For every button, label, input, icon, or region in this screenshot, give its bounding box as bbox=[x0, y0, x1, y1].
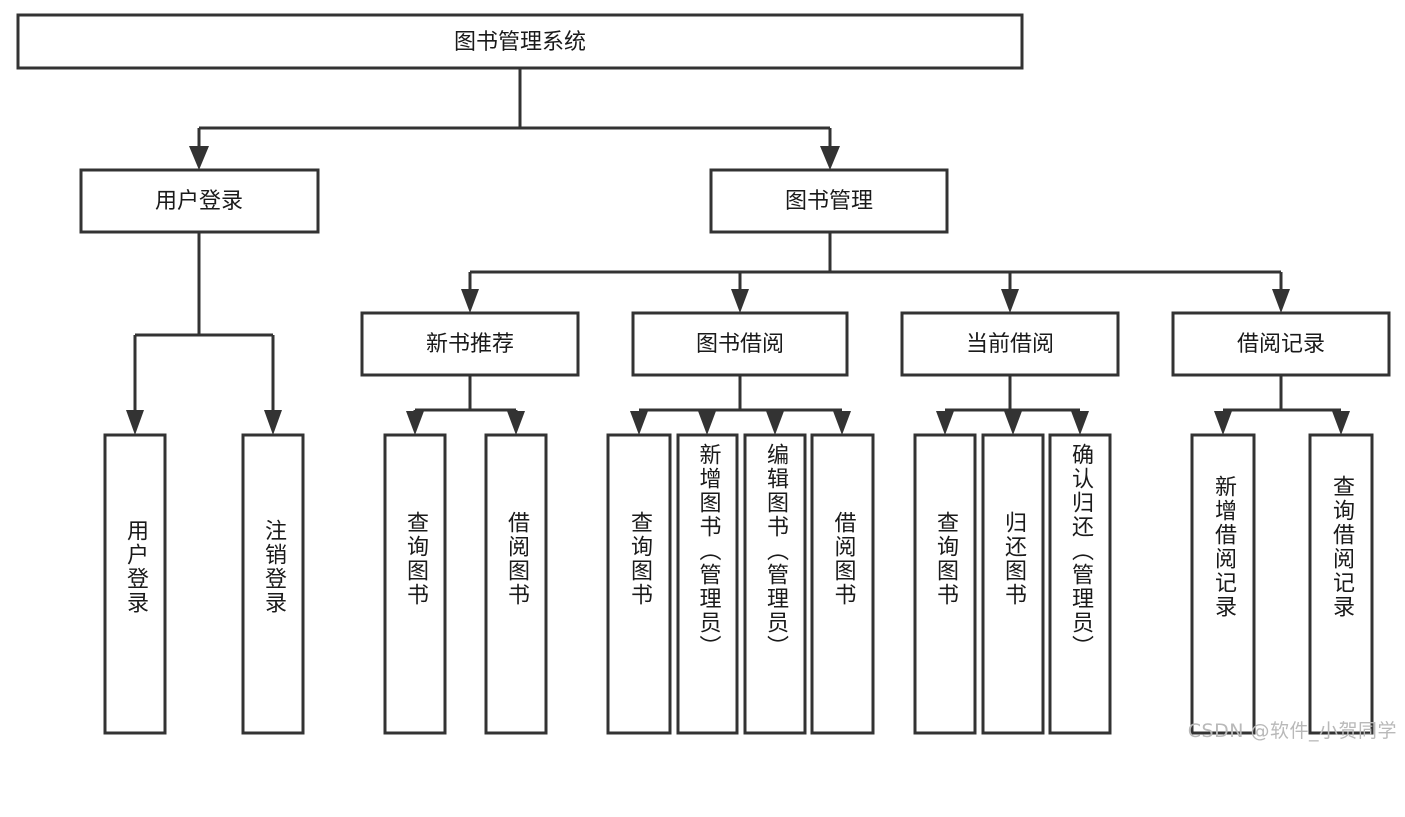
leaf-box-edit-book-admin[interactable] bbox=[743, 433, 807, 735]
leaf-box-return-book[interactable] bbox=[981, 433, 1045, 735]
node-book-management-box[interactable] bbox=[709, 168, 949, 234]
arrowhead-user-login bbox=[189, 146, 209, 170]
node-borrow-record[interactable]: 借阅记录 bbox=[1171, 311, 1391, 377]
node-root-box[interactable] bbox=[16, 13, 1024, 70]
node-book-management[interactable]: 图书管理 bbox=[709, 168, 949, 234]
arrowhead-current-leaf-3 bbox=[1071, 411, 1089, 435]
node-new-book-recommend-label: 新书推荐 bbox=[426, 332, 514, 357]
node-book-borrow-box[interactable] bbox=[631, 311, 849, 377]
arrowhead-leaf-logout bbox=[264, 410, 282, 435]
node-book-management-label: 图书管理 bbox=[785, 189, 873, 214]
leaf-box-user-login[interactable] bbox=[103, 433, 167, 735]
arrowhead-new-book-rec bbox=[461, 289, 479, 313]
node-root[interactable]: 图书管理系统 bbox=[16, 13, 1024, 70]
node-current-borrow-box[interactable] bbox=[900, 311, 1120, 377]
arrowhead-current-leaf-1 bbox=[936, 411, 954, 435]
leaf-box-borrow-book-rec[interactable] bbox=[484, 433, 548, 735]
node-book-borrow-label: 图书借阅 bbox=[696, 332, 784, 357]
node-user-login[interactable]: 用户登录 bbox=[79, 168, 320, 234]
node-new-book-recommend-box[interactable] bbox=[360, 311, 580, 377]
node-user-login-label: 用户登录 bbox=[155, 189, 243, 214]
arrowhead-current-borrow bbox=[1001, 289, 1019, 313]
arrowhead-book-mgmt bbox=[820, 146, 840, 170]
leaf-box-logout[interactable] bbox=[241, 433, 305, 735]
node-root-label: 图书管理系统 bbox=[454, 30, 586, 55]
leaf-box-add-borrow-record[interactable] bbox=[1190, 433, 1256, 735]
arrowhead-borrow-leaf-2 bbox=[698, 411, 716, 435]
leaf-box-borrow-book[interactable] bbox=[810, 433, 875, 735]
leaf-box-query-book-borrow[interactable] bbox=[606, 433, 672, 735]
leaf-box-query-book-rec[interactable] bbox=[383, 433, 447, 735]
arrowhead-record-leaf-2 bbox=[1332, 411, 1350, 435]
arrowhead-leaf-user-login bbox=[126, 410, 144, 435]
diagram-canvas: 图书管理系统 用户登录 图书管理 新书推荐 图书借阅 当前借阅 借阅记录 bbox=[16, 13, 1397, 742]
arrowhead-borrow-leaf-3 bbox=[766, 411, 784, 435]
arrowhead-borrow-leaf-1 bbox=[630, 411, 648, 435]
arrowhead-newbook-leaf-2 bbox=[507, 411, 525, 435]
node-book-borrow[interactable]: 图书借阅 bbox=[631, 311, 849, 377]
arrowhead-newbook-leaf-1 bbox=[406, 411, 424, 435]
leaf-boxes-layer bbox=[103, 433, 1374, 735]
leaf-box-confirm-return[interactable] bbox=[1048, 433, 1112, 735]
node-borrow-record-label: 借阅记录 bbox=[1237, 332, 1325, 357]
connectors-layer bbox=[126, 68, 1350, 435]
node-current-borrow-label: 当前借阅 bbox=[966, 332, 1054, 357]
leaf-box-query-borrow-record[interactable] bbox=[1308, 433, 1374, 735]
leaf-box-query-book-current[interactable] bbox=[913, 433, 977, 735]
node-user-login-box[interactable] bbox=[79, 168, 320, 234]
arrowhead-book-borrow bbox=[731, 289, 749, 313]
leaf-box-add-book-admin[interactable] bbox=[676, 433, 739, 735]
node-borrow-record-box[interactable] bbox=[1171, 311, 1391, 377]
arrowhead-record-leaf-1 bbox=[1214, 411, 1232, 435]
node-current-borrow[interactable]: 当前借阅 bbox=[900, 311, 1120, 377]
org-chart-svg: 图书管理系统 用户登录 图书管理 新书推荐 图书借阅 当前借阅 借阅记录 bbox=[16, 13, 1391, 735]
arrowhead-borrow-leaf-4 bbox=[833, 411, 851, 435]
watermark-text: CSDN @软件_小贺同学 bbox=[1187, 720, 1397, 742]
arrowhead-borrow-record bbox=[1272, 289, 1290, 313]
node-new-book-recommend[interactable]: 新书推荐 bbox=[360, 311, 580, 377]
arrowhead-current-leaf-2 bbox=[1004, 411, 1022, 435]
